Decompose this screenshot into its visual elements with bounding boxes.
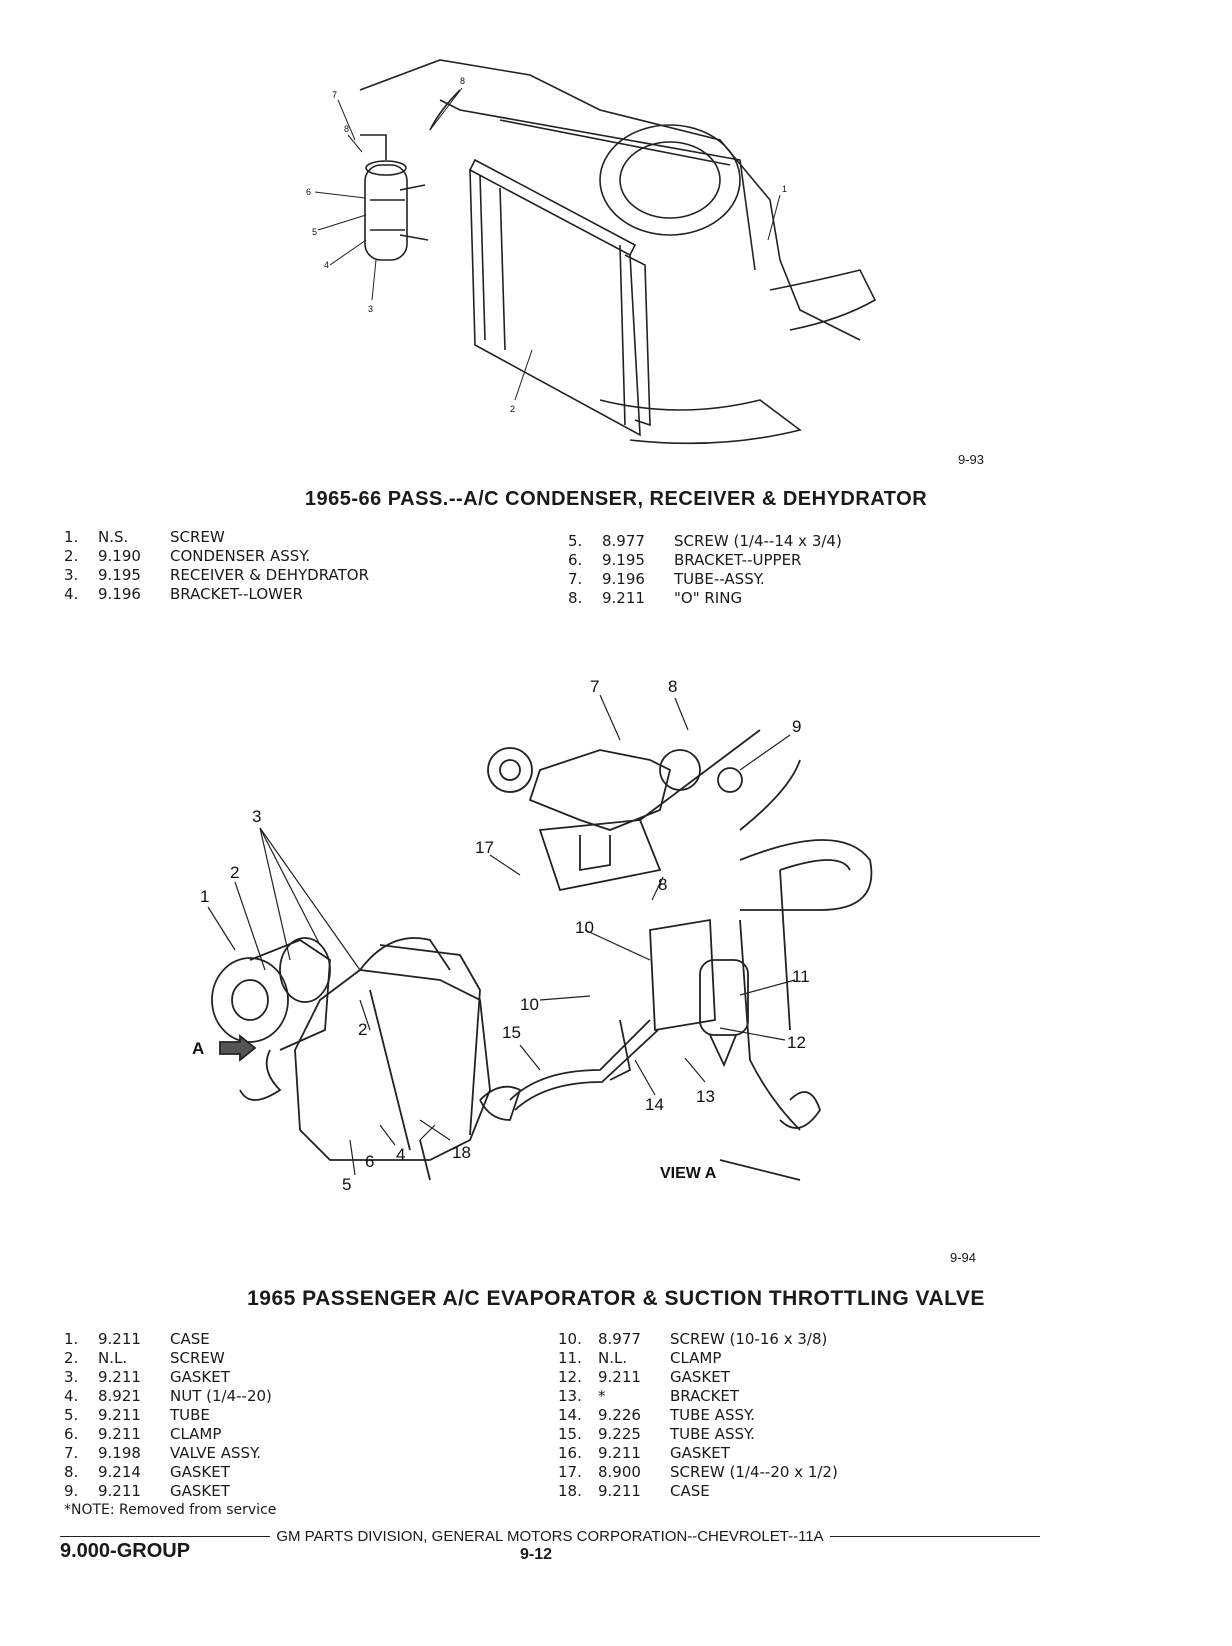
list-item: 8.9.211"O" RING <box>568 589 743 607</box>
callout-8a: 8 <box>668 677 677 696</box>
callout-12: 12 <box>787 1033 806 1052</box>
footer-rule-left <box>60 1536 271 1537</box>
figure-caption-evaporator: 1965 PASSENGER A/C EVAPORATOR & SUCTION … <box>247 1287 985 1310</box>
callout-13: 13 <box>696 1087 715 1106</box>
callout-8a: 8 <box>344 124 349 134</box>
callout-9: 9 <box>792 717 801 736</box>
service-note: *NOTE: Removed from service <box>64 1502 277 1518</box>
callout-10a: 10 <box>575 918 594 937</box>
callout-2a: 2 <box>230 863 239 882</box>
evaporator-illustration: 3 2 1 2 4 5 6 18 7 8 9 17 8 10 10 11 15 … <box>180 670 940 1260</box>
evaporator-drawing: 3 2 1 2 4 5 6 18 7 8 9 17 8 10 10 11 15 … <box>192 677 873 1194</box>
callout-2: 2 <box>510 404 515 414</box>
callout-8b: 8 <box>460 76 465 86</box>
callout-4: 4 <box>324 260 329 270</box>
callout-10b: 10 <box>520 995 539 1014</box>
list-item: 1.N.S.SCREW <box>64 528 225 546</box>
callout-15: 15 <box>502 1023 521 1042</box>
figure-caption-condenser: 1965-66 PASS.--A/C CONDENSER, RECEIVER &… <box>304 488 928 510</box>
group-label: 9.000-GROUP <box>60 1540 191 1562</box>
callout-11: 11 <box>792 967 810 986</box>
figure-code-9-94: 9-94 <box>950 1250 977 1265</box>
callout-4: 4 <box>396 1145 405 1164</box>
callout-3: 3 <box>368 304 373 314</box>
callout-3: 3 <box>252 807 261 826</box>
footer-division-text: GM PARTS DIVISION, GENERAL MOTORS CORPOR… <box>276 1528 824 1545</box>
callout-6: 6 <box>365 1152 374 1171</box>
callout-7: 7 <box>590 677 599 696</box>
callout-8b: 8 <box>658 875 667 894</box>
callout-17: 17 <box>475 838 494 857</box>
callout-18: 18 <box>452 1143 471 1162</box>
callout-1: 1 <box>200 887 209 906</box>
callout-14: 14 <box>645 1095 664 1114</box>
arrow-label-a: A <box>192 1039 204 1058</box>
view-a-label: VIEW A <box>660 1165 717 1182</box>
callout-5: 5 <box>342 1175 351 1194</box>
footer-rule-right <box>829 1536 1040 1537</box>
list-item: 13.*BRACKET <box>558 1387 740 1405</box>
footer-division-line: GM PARTS DIVISION, GENERAL MOTORS CORPOR… <box>60 1528 1040 1545</box>
page-number: 9-12 <box>520 1546 553 1563</box>
callout-6: 6 <box>306 187 311 197</box>
callout-1: 1 <box>782 184 787 194</box>
figure-code-9-93: 9-93 <box>958 452 985 467</box>
callout-2b: 2 <box>358 1020 367 1039</box>
condenser-drawing: 7 8 6 5 4 3 8 2 1 <box>306 59 877 445</box>
callout-5: 5 <box>312 227 317 237</box>
list-item: 2.N.L.SCREW <box>64 1349 225 1367</box>
list-item: 11.N.L.CLAMP <box>558 1349 722 1367</box>
condenser-illustration: 7 8 6 5 4 3 8 2 1 <box>300 40 880 460</box>
callout-7: 7 <box>332 90 337 100</box>
